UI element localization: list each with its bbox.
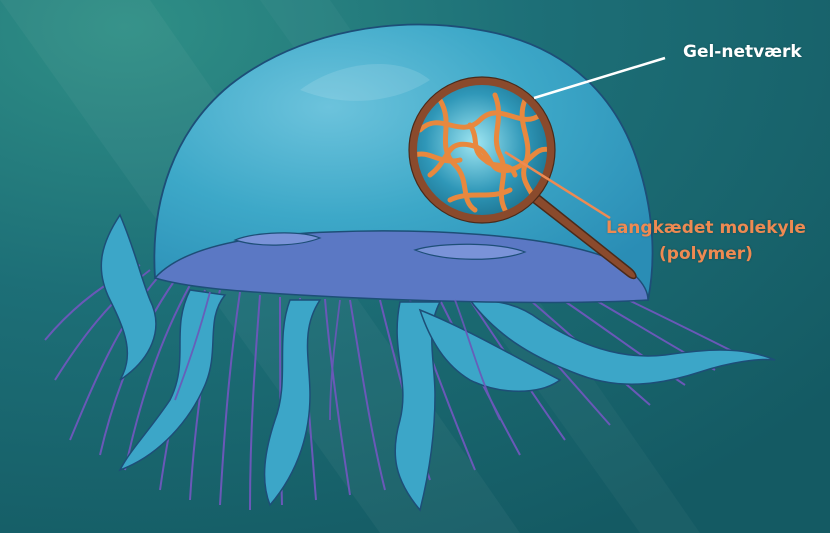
magnifying-glass-icon bbox=[409, 77, 555, 223]
polymer-label-line2: (polymer) bbox=[606, 241, 806, 267]
polymer-label-line1: Langkædet molekyle bbox=[606, 215, 806, 241]
gel-network-label: Gel-netværk bbox=[683, 42, 802, 62]
polymer-label: Langkædet molekyle (polymer) bbox=[606, 215, 806, 267]
